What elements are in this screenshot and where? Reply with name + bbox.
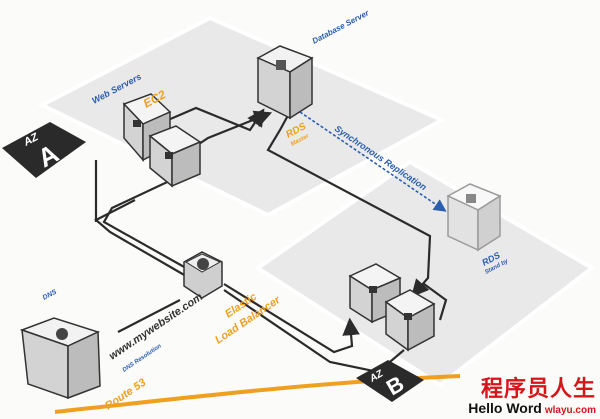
availability-zone-a-panel [37, 15, 447, 218]
database-master-icon [256, 45, 314, 120]
web-server-a2-icon [148, 125, 202, 188]
connector-web-b-link [423, 283, 448, 321]
connector-elb-to-zone-a [94, 199, 187, 277]
dns-route53-icon [19, 317, 101, 400]
watermark-url: wlayu.com [544, 405, 596, 416]
load-balancer-icon [183, 251, 223, 299]
database-standby-icon [446, 183, 502, 252]
database-server-label: Database Server [311, 8, 371, 46]
watermark-chinese: 程序员人生 [480, 377, 596, 402]
connector-elb-to-zone-b-2 [223, 289, 405, 374]
route53-label: Route 53 [103, 377, 148, 413]
connector-db-to-web-b [266, 107, 432, 298]
dns-label: DNS [42, 288, 59, 301]
availability-zone-b-badge: AZ B [356, 360, 424, 402]
watermark-english: Hello Word [468, 400, 542, 416]
availability-zone-b-panel [254, 159, 596, 388]
connector-elb-to-zone-b-1 [223, 283, 360, 354]
connector-dns-to-elb [117, 299, 181, 333]
connector-elb-to-web-a [102, 175, 187, 269]
replication-arrow [299, 111, 447, 212]
availability-zone-a-badge: AZ A [2, 122, 86, 178]
connectors [94, 106, 448, 374]
web-server-b2-icon [384, 289, 436, 352]
